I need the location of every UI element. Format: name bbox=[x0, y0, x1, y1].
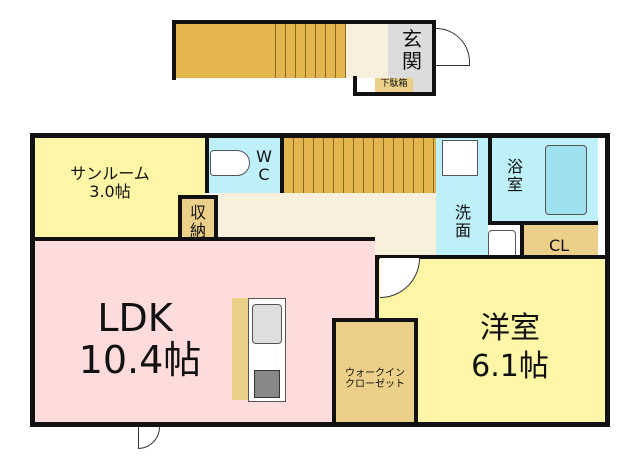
toilet-icon bbox=[210, 150, 250, 176]
western-name: 洋室 bbox=[480, 311, 540, 346]
upper-stair-treads bbox=[266, 20, 346, 78]
kitchen-sink-icon bbox=[252, 304, 282, 344]
ldk bbox=[30, 237, 375, 425]
stove-icon bbox=[254, 370, 280, 398]
bath-label: 浴 室 bbox=[506, 157, 523, 194]
sunroom-label: サンルーム 3.0帖 bbox=[70, 164, 150, 201]
ldk-size: 10.4帖 bbox=[78, 338, 202, 382]
entry-hall bbox=[346, 20, 388, 78]
entrance-label: 玄 関 bbox=[402, 27, 422, 73]
shoe-box-label: 下駄箱 bbox=[380, 79, 408, 89]
upper-outline bbox=[172, 20, 436, 80]
shoe-box bbox=[375, 78, 413, 94]
balcony-door[interactable] bbox=[138, 427, 160, 449]
washroom-label: 洗 面 bbox=[454, 203, 471, 240]
walk-in-closet-label: ウォークイン クローゼット bbox=[345, 368, 405, 390]
bathtub-icon bbox=[545, 145, 587, 215]
main-stairs bbox=[280, 135, 436, 193]
wc-label: W C bbox=[256, 147, 272, 184]
closet-cl-label: CL bbox=[548, 236, 570, 255]
walk-in-closet bbox=[332, 318, 418, 425]
ldk-name: LDK bbox=[97, 296, 173, 340]
sunroom bbox=[30, 135, 205, 237]
western-size: 6.1帖 bbox=[471, 349, 549, 384]
upper-extension bbox=[353, 76, 436, 96]
storage-label: 収 納 bbox=[189, 203, 206, 240]
entrance-door[interactable] bbox=[436, 28, 470, 66]
main-outline bbox=[30, 133, 610, 427]
washing-machine-icon bbox=[442, 140, 478, 176]
kitchen-cabinet bbox=[232, 298, 248, 400]
